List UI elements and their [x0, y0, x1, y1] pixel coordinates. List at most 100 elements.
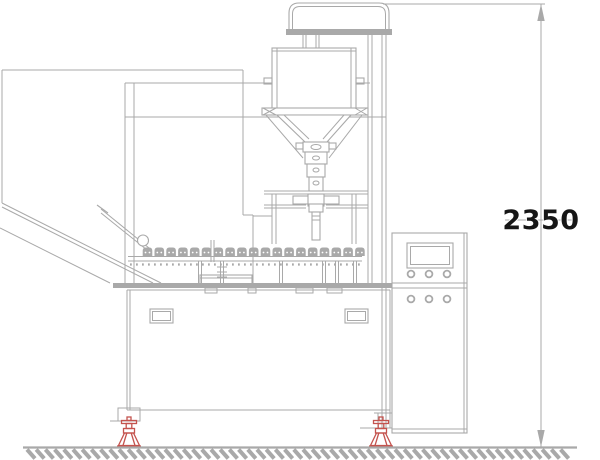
tube-holder	[319, 247, 330, 256]
hatch-stroke	[273, 448, 285, 460]
hatch-stroke	[310, 448, 322, 460]
hatch-stroke	[145, 448, 157, 460]
hatch-stroke	[411, 448, 423, 460]
hatch-stroke	[200, 448, 212, 460]
hatch-stroke	[117, 448, 129, 460]
hatch-stroke	[108, 448, 120, 460]
hatch-stroke	[53, 448, 65, 460]
louver-left	[149, 308, 174, 324]
console-button	[406, 294, 416, 304]
hopper-flange	[261, 107, 369, 116]
hatch-stroke	[531, 448, 543, 460]
console-button	[442, 269, 452, 279]
hatch-stroke	[181, 448, 193, 460]
hatch-stroke	[319, 448, 331, 460]
console-button	[406, 269, 416, 279]
hatch-stroke	[559, 448, 571, 460]
hatch-stroke	[421, 448, 433, 460]
hatch-stroke	[439, 448, 451, 460]
leveling-foot-right	[369, 416, 393, 447]
tube-holder	[260, 247, 271, 256]
hatch-stroke	[375, 448, 387, 460]
conveyor-legs	[198, 261, 357, 284]
tube-holder	[154, 247, 165, 256]
hatch-stroke	[209, 448, 221, 460]
hatch-stroke	[457, 448, 469, 460]
hatch-stroke	[503, 448, 515, 460]
filling-head	[295, 141, 337, 192]
table-brackets	[204, 287, 343, 294]
tube-holder	[343, 247, 353, 256]
nozzle-station	[264, 190, 368, 244]
dimension-arrow-bottom	[537, 430, 545, 447]
hatch-stroke	[549, 448, 561, 460]
ground-hatching	[25, 448, 571, 460]
hatch-stroke	[218, 448, 230, 460]
hatch-stroke	[227, 448, 239, 460]
hatch-stroke	[485, 448, 497, 460]
louver-right	[344, 308, 369, 324]
hatch-stroke	[43, 448, 55, 460]
hatch-stroke	[135, 448, 147, 460]
tube-holder	[166, 247, 176, 256]
hatch-stroke	[172, 448, 184, 460]
hatch-stroke	[513, 448, 525, 460]
conveyor-drive-box	[199, 274, 253, 285]
top-canopy	[286, 2, 392, 48]
hatch-stroke	[255, 448, 267, 460]
tube-holder	[331, 247, 342, 256]
tube-holder	[284, 247, 294, 256]
ground	[23, 446, 577, 460]
hatch-stroke	[292, 448, 304, 460]
tube-holder	[213, 247, 224, 256]
hatch-stroke	[393, 448, 405, 460]
hatch-stroke	[467, 448, 479, 460]
hatch-stroke	[283, 448, 295, 460]
tube-holder	[201, 247, 212, 256]
hatch-stroke	[163, 448, 175, 460]
hatch-stroke	[34, 448, 46, 460]
tube-holder	[225, 247, 235, 256]
hatch-stroke	[329, 448, 341, 460]
hatch-stroke	[430, 448, 442, 460]
machine-table	[113, 283, 392, 288]
hatch-stroke	[264, 448, 276, 460]
hatch-stroke	[365, 448, 377, 460]
console-button	[424, 269, 434, 279]
dimension-arrow-top	[537, 4, 545, 21]
hatch-stroke	[522, 448, 534, 460]
console-buttons-row1	[406, 269, 452, 279]
tube-holder	[307, 247, 318, 256]
hatch-stroke	[448, 448, 460, 460]
console-display	[406, 242, 454, 269]
hatch-stroke	[154, 448, 166, 460]
guide-roller	[136, 234, 150, 247]
control-console	[391, 232, 468, 434]
tube-holder	[296, 247, 306, 256]
tube-holder	[142, 247, 153, 256]
hatch-stroke	[356, 448, 368, 460]
hatch-stroke	[25, 448, 37, 460]
console-button	[424, 294, 434, 304]
tube-holder-conveyor	[128, 247, 365, 285]
hatch-stroke	[338, 448, 350, 460]
main-cabinet	[110, 283, 392, 429]
hatch-stroke	[237, 448, 249, 460]
hatch-stroke	[191, 448, 203, 460]
console-buttons-row2	[406, 294, 452, 304]
tube-holder	[189, 247, 200, 256]
leveling-feet	[117, 416, 393, 447]
console-button	[442, 294, 452, 304]
filling-nozzle	[308, 203, 324, 241]
hatch-stroke	[301, 448, 313, 460]
hatch-stroke	[246, 448, 258, 460]
leveling-foot-left	[117, 416, 141, 447]
hatch-stroke	[476, 448, 488, 460]
tower-columns	[367, 35, 387, 428]
tube-holder	[355, 247, 365, 256]
hatch-stroke	[126, 448, 138, 460]
tube-holder	[248, 247, 259, 256]
hatch-stroke	[89, 448, 101, 460]
tube-holder	[272, 247, 283, 256]
